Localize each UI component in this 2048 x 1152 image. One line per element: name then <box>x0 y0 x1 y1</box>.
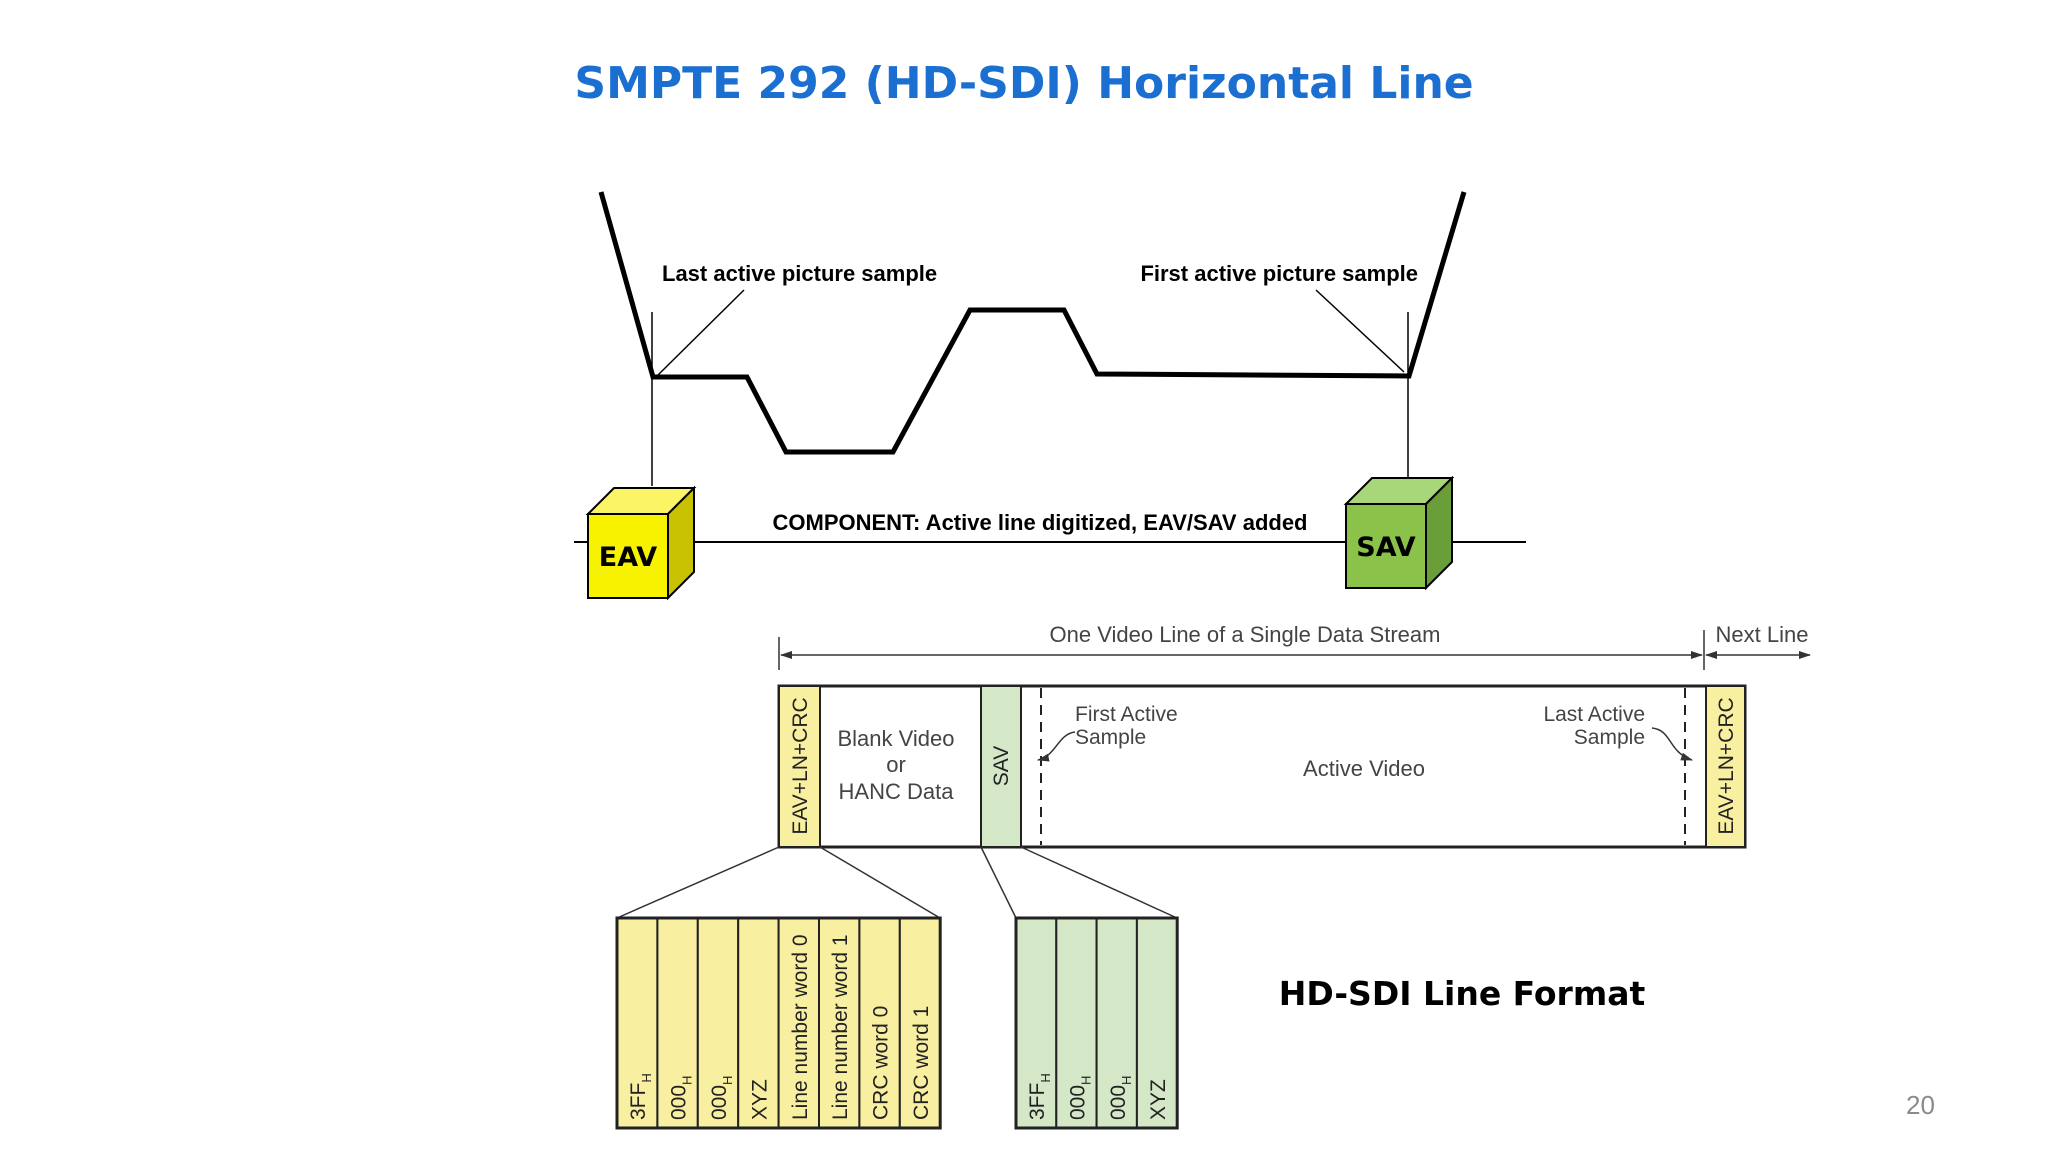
sav-box-label: SAV <box>1356 532 1416 563</box>
svg-text:HANC Data: HANC Data <box>839 779 955 804</box>
eav-segment <box>778 685 821 848</box>
eav-word-label: Line number word 0 <box>789 934 812 1120</box>
eav-box-label: EAV <box>599 542 658 573</box>
eav-word-cell <box>898 917 942 1129</box>
sav-expand-right <box>1020 846 1178 919</box>
one-line-label: One Video Line of a Single Data Stream <box>1050 622 1441 647</box>
sav-expand-left <box>980 846 1017 919</box>
sav-segment <box>980 685 1022 848</box>
eav-word-cell <box>737 917 780 1129</box>
eav-word-cell <box>696 917 740 1129</box>
svg-text:Sample: Sample <box>1075 726 1146 749</box>
eav-word-label: CRC word 1 <box>910 1006 933 1120</box>
eav-word-label: 3FFH <box>627 1073 654 1120</box>
svg-text:Last Active: Last Active <box>1543 703 1645 726</box>
first-active-callout: First Active Sample <box>1037 703 1178 762</box>
svg-text:or: or <box>886 752 906 777</box>
video-waveform <box>598 191 1467 455</box>
page-number: 20 <box>1906 1090 1935 1120</box>
sav-word-label: 000H <box>1107 1076 1134 1120</box>
eav-cube: EAV <box>585 485 697 601</box>
sav-segment-label: SAV <box>990 746 1013 786</box>
svg-text:Blank Video: Blank Video <box>837 726 954 751</box>
svg-text:First Active: First Active <box>1075 703 1178 726</box>
active-video-label: Active Video <box>1303 756 1425 781</box>
line-bar <box>777 684 1747 849</box>
sav-word-boxes: 3FFH 000H 000H XYZ <box>1014 916 1179 1130</box>
eav-expand-left <box>616 846 780 919</box>
eav-word-cell <box>858 917 901 1129</box>
format-label: HD-SDI Line Format <box>1279 974 1646 1013</box>
eav-word-label: XYZ <box>748 1079 771 1120</box>
eav-word-frame <box>615 916 942 1130</box>
eav-word-label: Line number word 1 <box>829 934 852 1120</box>
last-active-callout: Last Active Sample <box>1543 703 1693 761</box>
sav-word-frame <box>1014 916 1179 1130</box>
last-active-label: Last active picture sample <box>662 261 937 286</box>
eav-word-label: 000H <box>708 1076 735 1120</box>
eav-word-label: 000H <box>668 1076 695 1120</box>
first-active-label: First active picture sample <box>1140 261 1418 286</box>
eav-segment-end-label: EAV+LN+CRC <box>1715 697 1738 834</box>
last-active-pointer <box>657 289 745 376</box>
sav-word-cell <box>1055 917 1098 1129</box>
sav-word-label: 000H <box>1066 1076 1093 1120</box>
eav-word-label: CRC word 0 <box>870 1006 893 1120</box>
blank-video-label: Blank Video or HANC Data <box>837 726 954 804</box>
component-label: COMPONENT: Active line digitized, EAV/SA… <box>773 510 1308 535</box>
eav-word-cell <box>616 917 659 1129</box>
next-line-label: Next Line <box>1716 622 1809 647</box>
sav-word-label: 3FFH <box>1026 1073 1053 1120</box>
eav-segment-label: EAV+LN+CRC <box>789 697 812 834</box>
sav-cube: SAV <box>1343 475 1455 591</box>
eav-word-cell <box>656 917 699 1129</box>
first-active-pointer <box>1315 289 1405 373</box>
eav-word-boxes: 3FFH 000H 000H XYZ Line number word 0 Line nu… <box>615 916 942 1130</box>
slide-title: SMPTE 292 (HD-SDI) Horizontal Line <box>574 58 1474 109</box>
sav-word-label: XYZ <box>1147 1079 1170 1120</box>
eav-expand-right <box>819 846 941 919</box>
svg-text:Sample: Sample <box>1574 726 1645 749</box>
eav-segment-end <box>1705 685 1746 848</box>
